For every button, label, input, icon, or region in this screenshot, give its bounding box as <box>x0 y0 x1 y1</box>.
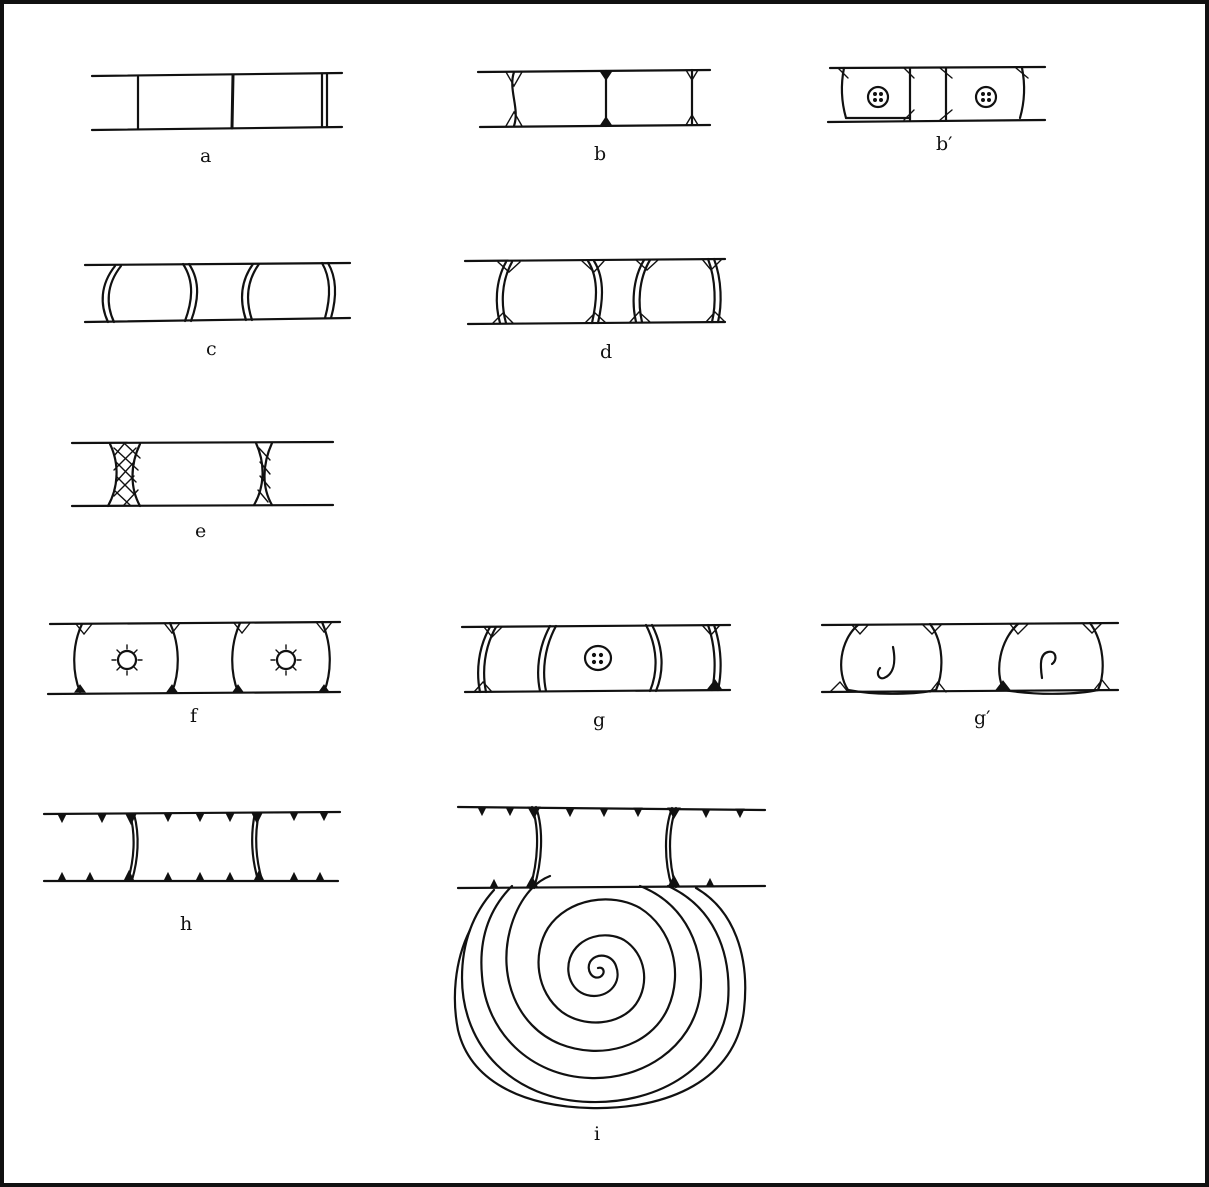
panel-d-label: d <box>600 341 612 363</box>
panel-f-label: f <box>190 705 199 727</box>
panel-e: e <box>72 442 333 542</box>
panel-a: a <box>92 73 342 167</box>
panel-c: c <box>85 263 350 360</box>
panel-i-label: i <box>594 1123 600 1145</box>
panel-i: i <box>455 807 765 1145</box>
panel-g: g <box>462 625 730 731</box>
panel-g-prime: g′ <box>822 623 1118 729</box>
panel-b-prime-label: b′ <box>936 133 952 155</box>
panel-g-prime-label: g′ <box>974 707 990 729</box>
panel-d: d <box>465 259 725 363</box>
panel-a-label: a <box>200 145 211 167</box>
panel-c-label: c <box>206 338 217 360</box>
panel-b-prime: b′ <box>828 67 1045 155</box>
panel-h-label: h <box>180 913 192 935</box>
panel-f: f <box>48 622 340 727</box>
panel-h: h <box>44 812 340 935</box>
panel-b: b <box>478 70 710 165</box>
panel-b-label: b <box>594 143 606 165</box>
panel-e-label: e <box>195 520 206 542</box>
panel-g-label: g <box>593 709 605 731</box>
